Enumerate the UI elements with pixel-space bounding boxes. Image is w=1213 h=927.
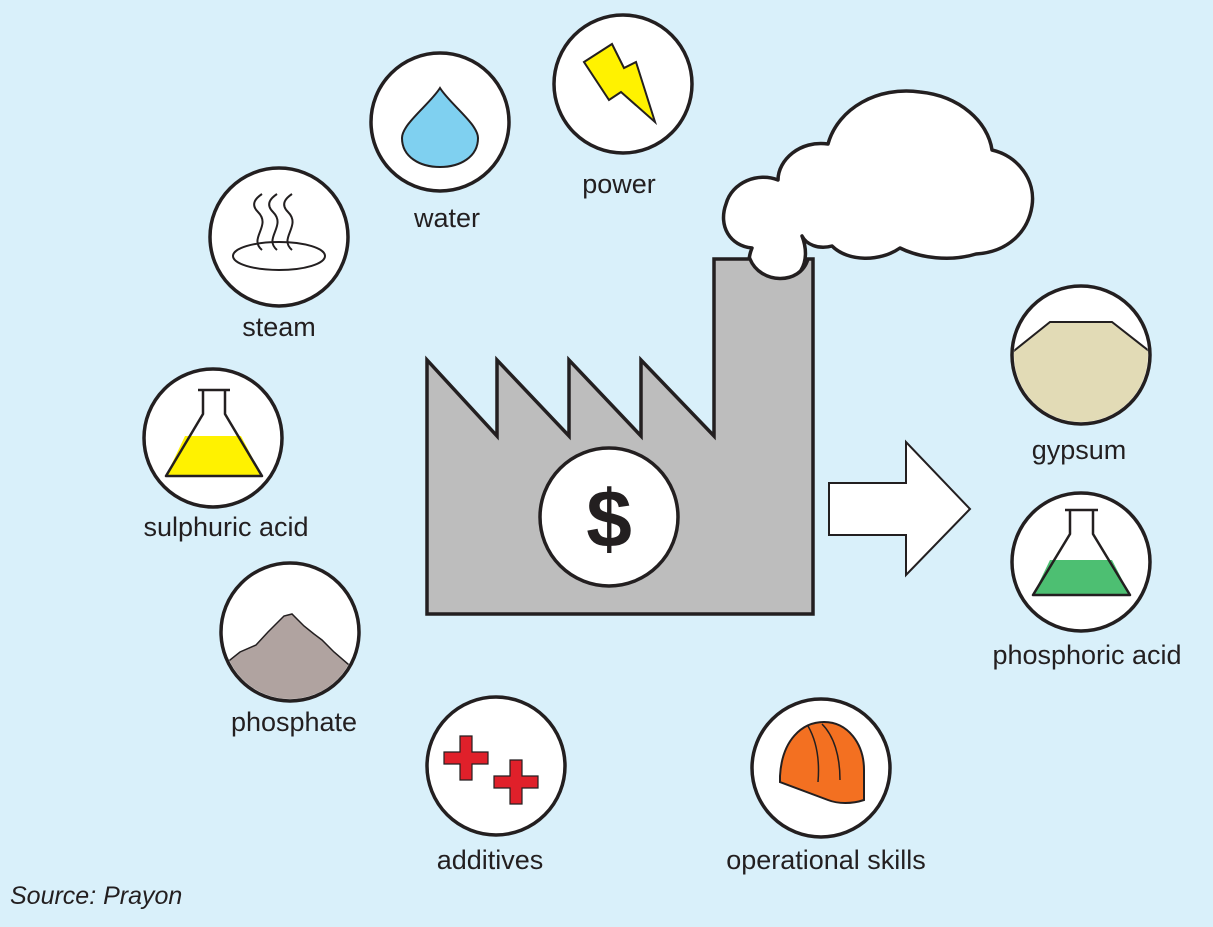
plus-signs-icon: [443, 735, 539, 805]
smoke-cloud-icon: [721, 89, 1035, 287]
phosphate-label: phosphate: [230, 707, 358, 737]
gypsum-label: gypsum: [1031, 435, 1127, 465]
input-phosphate: [219, 561, 361, 703]
power-label: power: [582, 169, 656, 199]
input-water: [369, 51, 511, 193]
water-drop-icon: [400, 86, 480, 169]
rock-pile-icon: [223, 613, 357, 699]
gypsum-pile-icon: [1014, 321, 1148, 422]
factory-dollar-badge: $: [538, 446, 680, 588]
hard-hat-icon: [779, 720, 865, 804]
lightning-bolt-icon: [582, 42, 658, 126]
operational-skills-label: operational skills: [726, 845, 926, 875]
input-additives: [425, 695, 567, 837]
phosphoric-acid-label: phosphoric acid: [992, 640, 1182, 670]
output-gypsum: [1010, 284, 1152, 426]
steam-label: steam: [242, 312, 316, 342]
additives-label: additives: [436, 845, 544, 875]
dollar-sign-icon: $: [586, 474, 632, 565]
steam-icon: [232, 193, 326, 271]
output-phosphoric-acid: [1010, 491, 1152, 633]
input-operational-skills: [750, 697, 892, 839]
flask-icon: [164, 388, 264, 478]
input-sulphuric-acid: [142, 367, 284, 509]
flask-icon: [1031, 508, 1132, 597]
source-caption: Source: Prayon: [10, 882, 183, 910]
factory-icon: [425, 257, 815, 616]
input-power: [552, 13, 694, 155]
sulphuric-acid-label: sulphuric acid: [143, 512, 309, 542]
input-steam: [208, 166, 350, 308]
water-label: water: [413, 203, 481, 233]
output-arrow: [828, 439, 972, 578]
